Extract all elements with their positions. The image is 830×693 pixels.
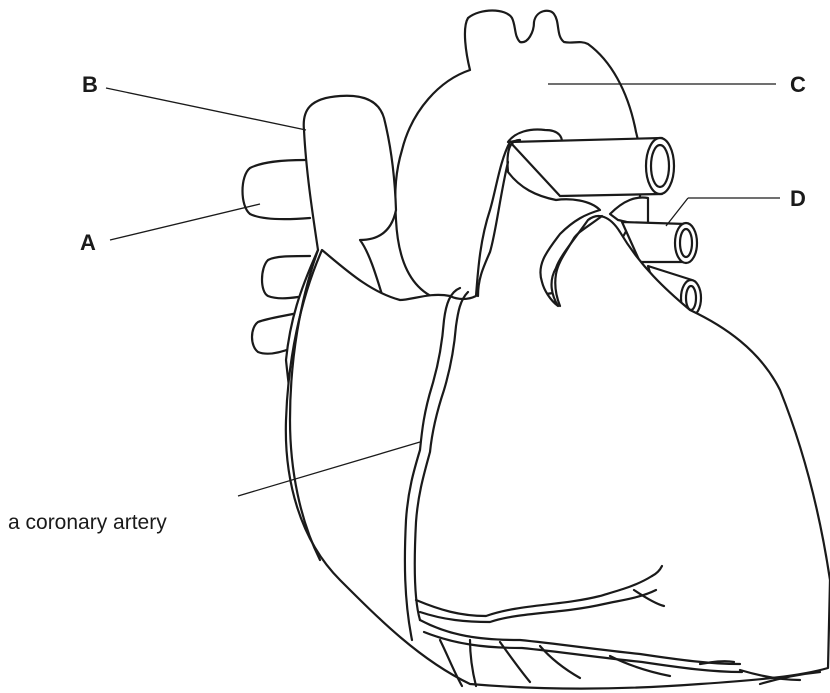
leader-b: [106, 88, 306, 130]
label-b: B: [82, 74, 98, 96]
label-d: D: [790, 188, 806, 210]
label-c: C: [790, 74, 806, 96]
leader-d: [666, 198, 688, 226]
leader-a: [110, 204, 260, 240]
label-coronary-artery: a coronary artery: [8, 512, 167, 533]
label-a: A: [80, 232, 96, 254]
